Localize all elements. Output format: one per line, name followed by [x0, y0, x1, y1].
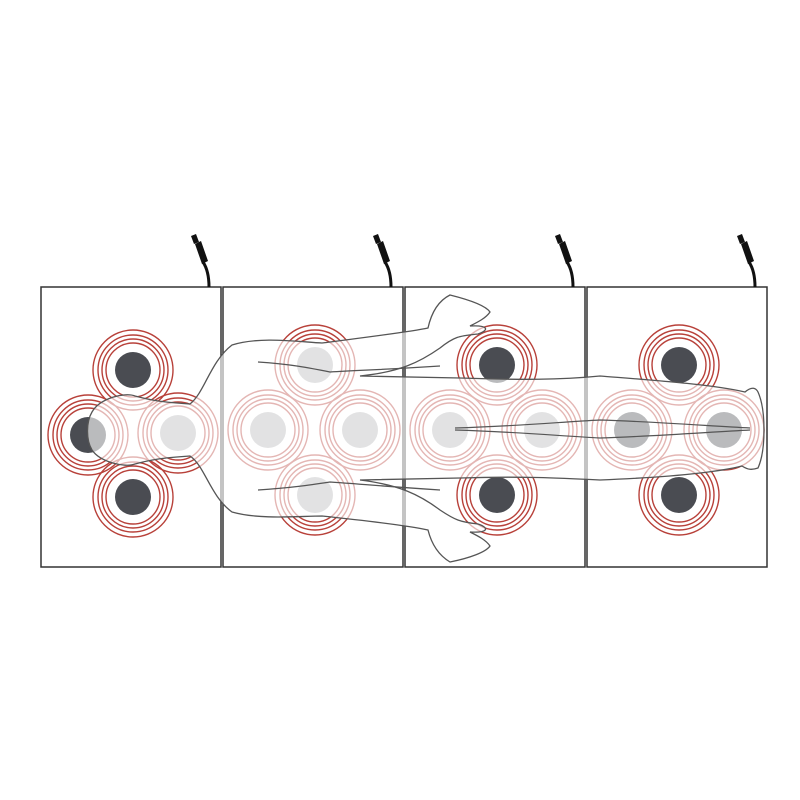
human-body-silhouette-icon: [86, 294, 765, 563]
power-plug-icon: [741, 241, 754, 264]
pad-dark: [479, 477, 515, 513]
pad-dark: [661, 347, 697, 383]
pad-dark: [115, 479, 151, 515]
cable: [201, 261, 211, 288]
plug-tip: [737, 234, 745, 244]
plug-tip: [191, 234, 199, 244]
power-plug-icon: [377, 241, 390, 264]
pad-dark: [479, 347, 515, 383]
plug-tip: [555, 234, 563, 244]
cable: [747, 261, 757, 288]
pad-dark: [115, 352, 151, 388]
heat-ring: [105, 469, 161, 525]
power-plug-icon: [559, 241, 572, 264]
arm-inner-line-bottom: [257, 481, 441, 491]
power-plug-icon: [195, 241, 208, 264]
leg-separation-line: [454, 419, 751, 439]
pad-dark: [661, 477, 697, 513]
plug-tip: [373, 234, 381, 244]
heat-ring: [101, 465, 165, 529]
cable: [565, 261, 575, 288]
cable: [383, 261, 393, 288]
arm-inner-line-top: [257, 361, 441, 373]
